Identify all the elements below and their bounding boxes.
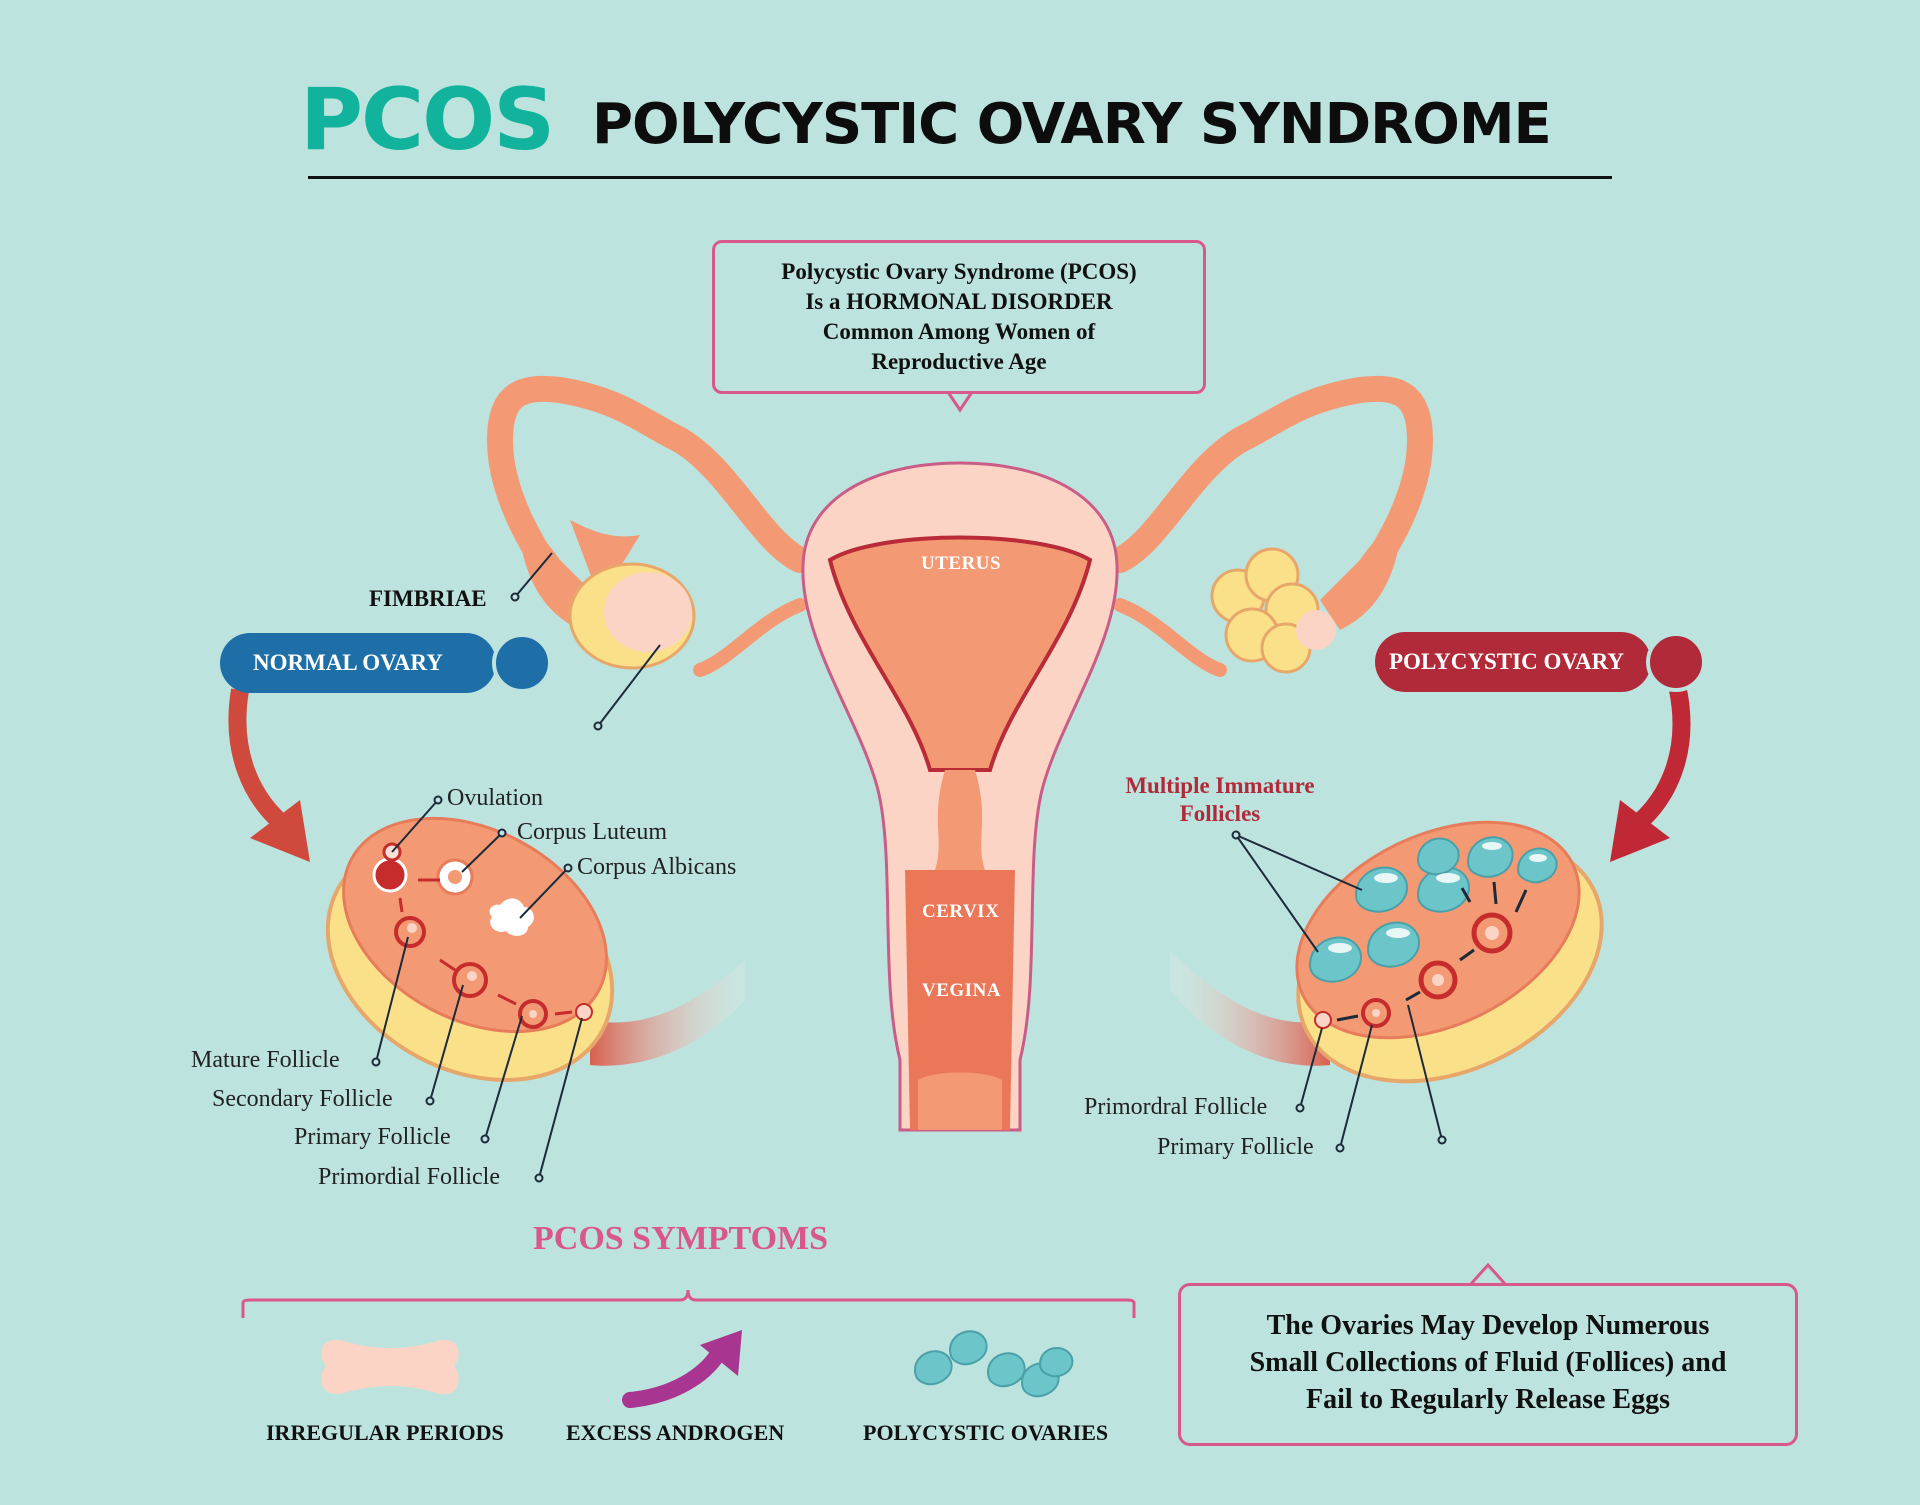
symptoms-brace — [241, 1289, 1136, 1318]
callout-line-1: Polycystic Ovary Syndrome (PCOS) — [781, 259, 1137, 284]
definition-callout: Polycystic Ovary Syndrome (PCOS) Is a HO… — [712, 240, 1206, 394]
fimbriae-label: FIMBRIAE — [369, 586, 487, 611]
mif-line-1: Multiple Immature — [1125, 773, 1315, 798]
cervix-label: CERVIX — [922, 901, 1000, 922]
label-ovulation: Ovulation — [447, 785, 543, 811]
left-fallopian-tube — [486, 375, 813, 677]
ovary-leader — [597, 644, 661, 727]
label-poly-primary-follicle: Primary Follicle — [1157, 1134, 1314, 1160]
page-title: PCOS POLYCYSTIC OVARY SYNDROME — [300, 70, 1616, 180]
polycystic-ovary — [1170, 820, 1604, 1153]
label-primordial-follicle: Primordial Follicle — [318, 1164, 500, 1190]
label-secondary-follicle: Secondary Follicle — [212, 1086, 393, 1112]
symptom-polycystic-ovaries: POLYCYSTIC OVARIES — [863, 1420, 1109, 1445]
normal-badge — [492, 633, 552, 693]
info-pointer — [1468, 1262, 1508, 1287]
info-line-3: Fail to Regularly Release Eggs — [1306, 1384, 1670, 1415]
normal-ovary-arrow — [228, 688, 310, 862]
pad-icon — [321, 1339, 459, 1395]
symptom-irregular-periods: IRREGULAR PERIODS — [266, 1420, 504, 1445]
polycystic-badge — [1646, 632, 1706, 692]
info-box: The Ovaries May Develop Numerous Small C… — [1178, 1283, 1798, 1446]
callout-line-4: Reproductive Age — [871, 349, 1047, 374]
uterus — [801, 461, 1119, 1132]
normal-ovary — [325, 795, 745, 1183]
info-line-1: The Ovaries May Develop Numerous — [1266, 1310, 1710, 1341]
cysts-icon — [913, 1330, 1074, 1398]
label-corpus-albicans: Corpus Albicans — [577, 854, 737, 880]
uterus-label: UTERUS — [921, 553, 1002, 574]
symptom-excess-androgen: EXCESS ANDROGEN — [566, 1420, 785, 1445]
callout-pointer — [946, 391, 974, 413]
mif-line-2: Follicles — [1179, 801, 1261, 826]
polycystic-ovary-arrow — [1610, 688, 1691, 862]
right-ovary-top — [1210, 547, 1336, 674]
title-full: POLYCYSTIC OVARY SYNDROME — [592, 92, 1552, 157]
label-primary-follicle: Primary Follicle — [294, 1124, 451, 1150]
callout-line-3: Common Among Women of — [822, 319, 1096, 344]
callout-line-2: Is a HORMONAL DISORDER — [805, 289, 1113, 314]
left-ovary-top — [568, 562, 696, 670]
label-primordral-follicle: Primordral Follicle — [1084, 1094, 1268, 1120]
right-fallopian-tube — [1107, 375, 1434, 677]
label-mature-follicle: Mature Follicle — [191, 1047, 340, 1073]
title-abbreviation: PCOS — [300, 70, 555, 170]
symptoms-title: PCOS SYMPTOMS — [533, 1220, 829, 1257]
normal-ovary-label: NORMAL OVARY — [220, 633, 496, 693]
label-corpus-luteum: Corpus Luteum — [517, 819, 667, 845]
title-underline — [308, 176, 1612, 179]
vagina-label: VEGINA — [922, 980, 1002, 1001]
fimbriae-leader — [514, 552, 553, 598]
polycystic-ovary-label: POLYCYSTIC OVARY — [1375, 632, 1651, 692]
arrow-up-icon — [622, 1330, 742, 1408]
info-line-2: Small Collections of Fluid (Follices) an… — [1249, 1347, 1727, 1378]
multiple-immature-follicles-label: Multiple Immature Follicles — [1090, 772, 1350, 828]
